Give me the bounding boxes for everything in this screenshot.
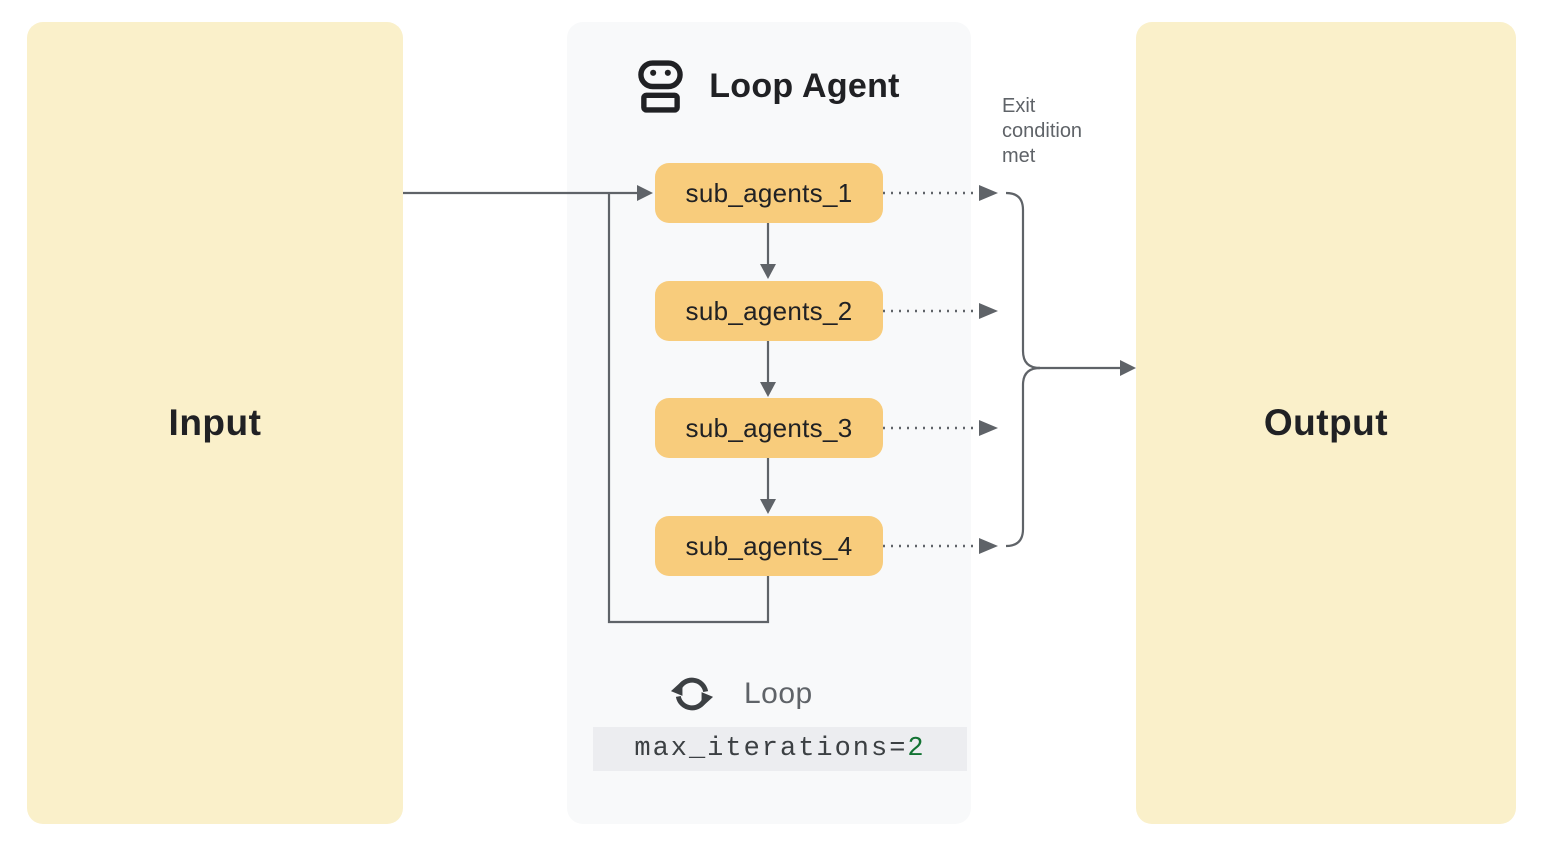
exit-arrowhead-2 (979, 303, 998, 319)
max-iterations-code: max_iterations=2 (593, 727, 967, 771)
loop-label: Loop (744, 677, 813, 710)
brace-top (1005, 191, 1041, 370)
code-value: 2 (907, 734, 926, 764)
sub-agent-label-2: sub_agents_2 (685, 295, 853, 326)
brace-bottom (1005, 366, 1041, 548)
sub-agent-box-3: sub_agents_3 (655, 398, 883, 458)
loop-icon (670, 677, 714, 711)
loop-agent-panel: Loop Agent sub_agents_1 sub_agents_2 sub… (567, 22, 971, 824)
sub-agent-label-4: sub_agents_4 (685, 530, 853, 561)
exit-condition-note: Exit condition met (1002, 95, 1083, 167)
exit-arrowhead-1 (979, 185, 998, 201)
loop-agent-header: Loop Agent (567, 60, 971, 113)
loop-indicator: Loop (670, 672, 813, 716)
sub-agent-box-2: sub_agents_2 (655, 281, 883, 341)
sub-agent-label-1: sub_agents_1 (685, 177, 853, 208)
sub-agent-label-3: sub_agents_3 (685, 412, 853, 443)
output-arrowhead (1120, 360, 1136, 376)
sub-agent-box-4: sub_agents_4 (655, 516, 883, 576)
sub-agent-box-1: sub_agents_1 (655, 163, 883, 223)
loop-agent-title: Loop Agent (709, 67, 900, 105)
exit-arrowhead-3 (979, 420, 998, 436)
robot-icon (638, 60, 683, 113)
output-box: Output (1136, 22, 1516, 824)
exit-arrowhead-4 (979, 538, 998, 554)
input-label: Input (168, 402, 262, 443)
output-label: Output (1263, 402, 1389, 443)
code-text: max_iterations= (634, 734, 908, 764)
input-box: Input (27, 22, 403, 824)
